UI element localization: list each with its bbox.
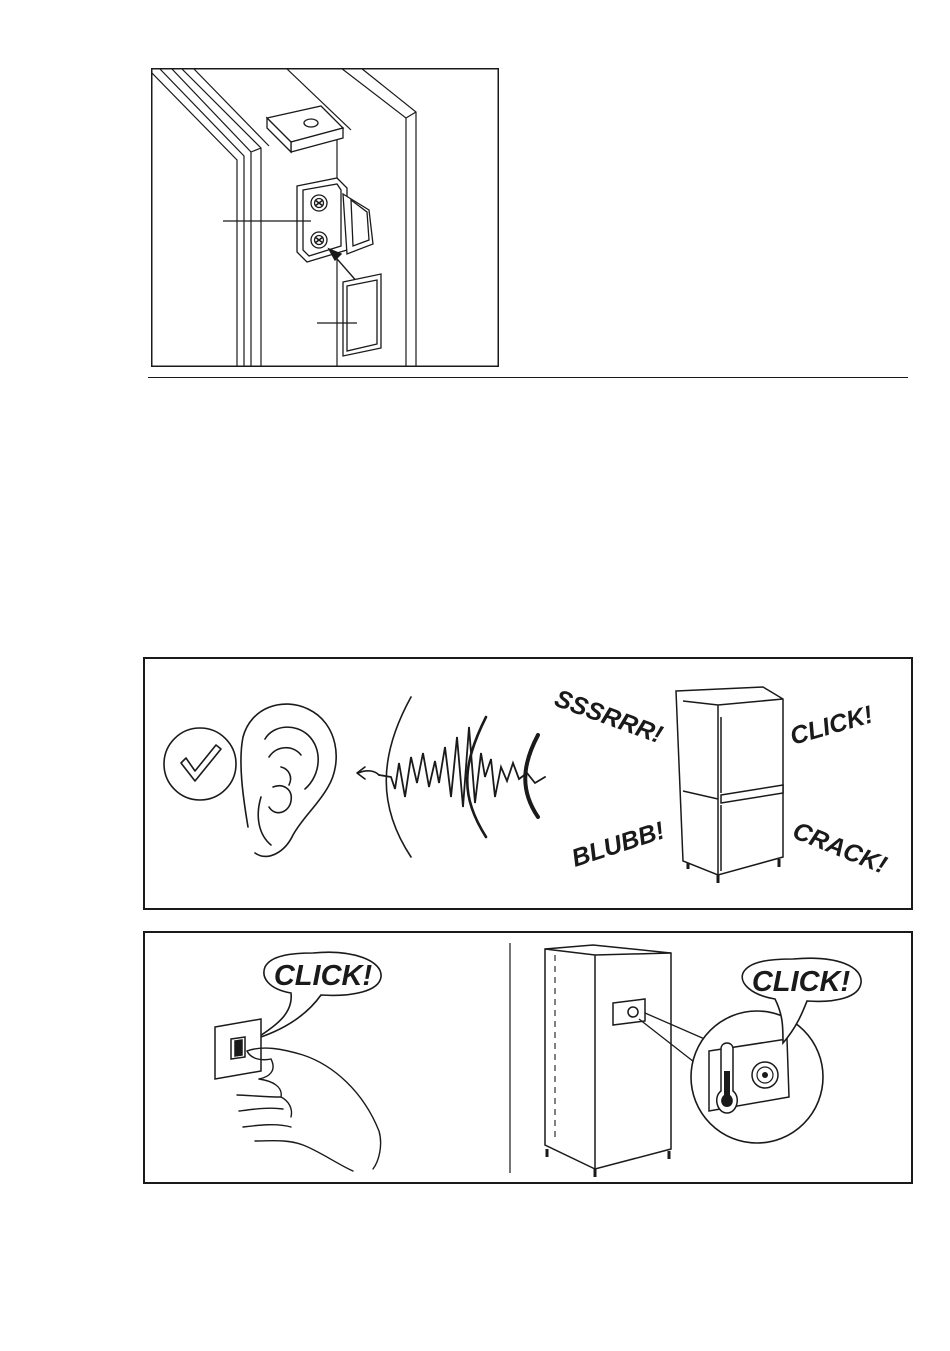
freezer-icon: [545, 945, 671, 1177]
clicks-illustration: CLICK!: [143, 931, 913, 1184]
noises-illustration: SSSRRR! CLICK! BLUBB! CRACK!: [143, 657, 913, 910]
thermostat-icon: [691, 1011, 823, 1143]
clicks-figure: CLICK!: [143, 931, 913, 1184]
check-icon: [164, 728, 236, 800]
section-divider: [148, 377, 908, 378]
fridge-icon: [676, 687, 783, 883]
switch-click-label: CLICK!: [274, 960, 373, 992]
noises-figure: SSSRRR! CLICK! BLUBB! CRACK!: [143, 657, 913, 910]
door-catch-illustration: [151, 68, 499, 367]
door-catch-figure: [151, 68, 499, 367]
thermostat-click-label: CLICK!: [752, 966, 851, 998]
